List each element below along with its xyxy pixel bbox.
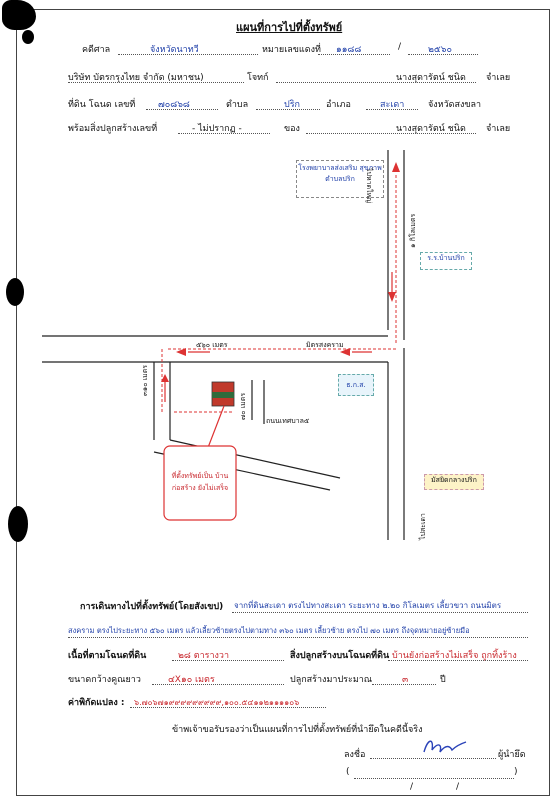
sign-date-sep-1: / [410, 782, 414, 792]
school-box: ร.ร.บ้านปริก [420, 252, 472, 270]
building-no-dots [178, 133, 270, 134]
km-label: ๑ กิโลเมตร [409, 213, 417, 248]
province-label: จังหวัดสงขลา [428, 100, 482, 110]
size-label: ขนาดกว้างคูณยาว [68, 675, 141, 685]
baac-box: ธ.ก.ส. [338, 374, 374, 396]
case-no-dots [318, 54, 390, 55]
court-value: จังหวัดนาทวี [150, 45, 199, 55]
building-value: บ้านยังก่อสร้างไม่เสร็จ ถูกทิ้งร้าง [392, 651, 517, 661]
case-no-value: ๑๑๘๘ [336, 45, 362, 55]
built-label: ปลูกสร้างมาประมาณ [290, 675, 373, 685]
owner-value: นางสุดารัตน์ ชนิด [396, 124, 466, 134]
building-dots [388, 660, 528, 661]
scan-blot-top [2, 0, 36, 30]
area-dots [172, 660, 284, 661]
area-label: เนื้อที่ตามโฉนดที่ดิน [68, 651, 147, 661]
coord-label: ค่าพิกัดแปลง : [68, 698, 125, 708]
arrow-up-left-soi [161, 374, 169, 382]
dist-70-label: ๗๐ เมตร [239, 392, 247, 420]
sign-dots [370, 758, 496, 759]
arrow-up-main [392, 162, 400, 172]
plaintiff-dots [68, 82, 244, 83]
amphoe-value: สะเดา [380, 100, 405, 110]
building-no-label: พร้อมสิ่งปลูกสร้างเลขที่ [68, 124, 158, 134]
amphoe-dots [366, 109, 418, 110]
arrow-top-in [388, 292, 396, 302]
mosque-box: มัสยิดกลางปริก [424, 474, 484, 490]
arrow-into-main [340, 348, 350, 356]
plaintiff-name: บริษัท บัตรกรุงไทย จำกัด (มหาชน) [68, 73, 204, 83]
court-dots [118, 54, 258, 55]
coord-value: ๖.๗๐๖๗๑๙๙๙๙๙๙๙๙๙,๑๐๐.๕๔๑๑๒๑๑๑๑๐๖ [134, 698, 300, 707]
sign-name-paren-open: ( [346, 767, 350, 777]
tambon-value: ปริก [284, 100, 300, 110]
case-year-dots [408, 54, 478, 55]
certify-text: ข้าพเจ้าขอรับรองว่าเป็นแผนที่การไปที่ตั้… [172, 725, 423, 735]
hole-punch-1 [6, 278, 24, 306]
callout-label: ที่ตั้งทรัพย์เป็น บ้านก่อสร้าง ยังไม่เสร… [171, 472, 229, 492]
owner-label: ของ [284, 124, 300, 134]
defendant-dots [276, 82, 476, 83]
mittrasongkram-label: มิตรสงคราม [306, 341, 344, 349]
hospital-box: โรงพยาบาลส่งเสริม สุขภาพตำบลปริก [296, 160, 384, 198]
callout-box [163, 445, 237, 521]
built-value: ๓ [402, 675, 409, 685]
route-text-1: จากที่ดินสะเดา ตรงไปทางสะเดา ระยะทาง ๒.๒… [234, 601, 502, 610]
tambon-dots [256, 109, 320, 110]
deed-dots [146, 109, 218, 110]
route-dots-2 [68, 637, 528, 638]
page-title: แผนที่การไปที่ตั้งทรัพย์ [236, 21, 343, 34]
defendant-label: จำเลย [486, 73, 511, 83]
sign-date-sep-2: / [456, 782, 460, 792]
case-year-value: ๒๕๖๐ [428, 45, 452, 55]
area-value: ๒๘ ตารางวา [178, 651, 230, 661]
building-label: สิ่งปลูกสร้างบนโฉนดที่ดิน [290, 651, 390, 661]
arrow-left-road [176, 348, 186, 356]
hole-punch-2 [8, 506, 28, 542]
to-sadao-label: ไปสะเดา [419, 513, 427, 540]
sign-name-paren-close: ) [514, 767, 518, 777]
deed-label: ที่ดิน โฉนด เลขที่ [68, 100, 136, 110]
to-hatyai-label: ไปหาดใหญ่ [365, 168, 373, 204]
property-house-roof [212, 392, 234, 398]
tambon-label: ตำบล [226, 100, 249, 110]
road-thetsaban-label: ถนนเทศบาล๕ [266, 417, 310, 425]
sign-label: ลงชื่อ [344, 750, 366, 760]
defendant-name: นางสุดารัตน์ ชนิด [396, 73, 466, 83]
built-unit: ปี [440, 675, 446, 685]
page-frame [16, 9, 550, 796]
dist-560-label: ๕๖๐ เมตร [196, 341, 228, 349]
deed-value: ๗๐๘๖๘ [158, 100, 190, 110]
sign-role: ผู้นำยึด [498, 750, 526, 760]
built-dots [372, 684, 436, 685]
signature [423, 740, 467, 753]
scan-blot-top-small [22, 30, 34, 44]
route-text-2: สงคราม ตรงไประยะทาง ๕๖๐ เมตร แล้วเลี้ยวซ… [68, 626, 470, 635]
baac-label: ธ.ก.ส. [346, 381, 366, 389]
building-no-value: - ไม่ปรากฏ - [192, 124, 242, 134]
case-no-sep: / [398, 42, 402, 52]
court-label: คดีศาล [82, 45, 111, 55]
owner-role: จำเลย [486, 124, 511, 134]
owner-dots [306, 133, 476, 134]
hospital-label: โรงพยาบาลส่งเสริม สุขภาพตำบลปริก [298, 164, 382, 183]
case-no-label: หมายเลขแดงที่ [262, 45, 321, 55]
sign-name-dots [354, 778, 514, 779]
size-value: ๔X๑๐ เมตร [168, 675, 215, 685]
mosque-label: มัสยิดกลางปริก [431, 476, 477, 484]
coord-dots [130, 707, 326, 708]
size-dots [152, 684, 284, 685]
school-label: ร.ร.บ้านปริก [427, 254, 465, 262]
route-label: การเดินทางไปที่ตั้งทรัพย์(โดยสังเขป) [80, 602, 224, 612]
plaintiff-label: โจทก์ [247, 73, 269, 83]
amphoe-label: อำเภอ [326, 100, 351, 110]
route-dots-1 [232, 612, 528, 613]
dist-310-label: ๓๑๐ เมตร [141, 364, 149, 396]
callout-text: ที่ตั้งทรัพย์เป็น บ้านก่อสร้าง ยังไม่เสร… [168, 470, 232, 494]
